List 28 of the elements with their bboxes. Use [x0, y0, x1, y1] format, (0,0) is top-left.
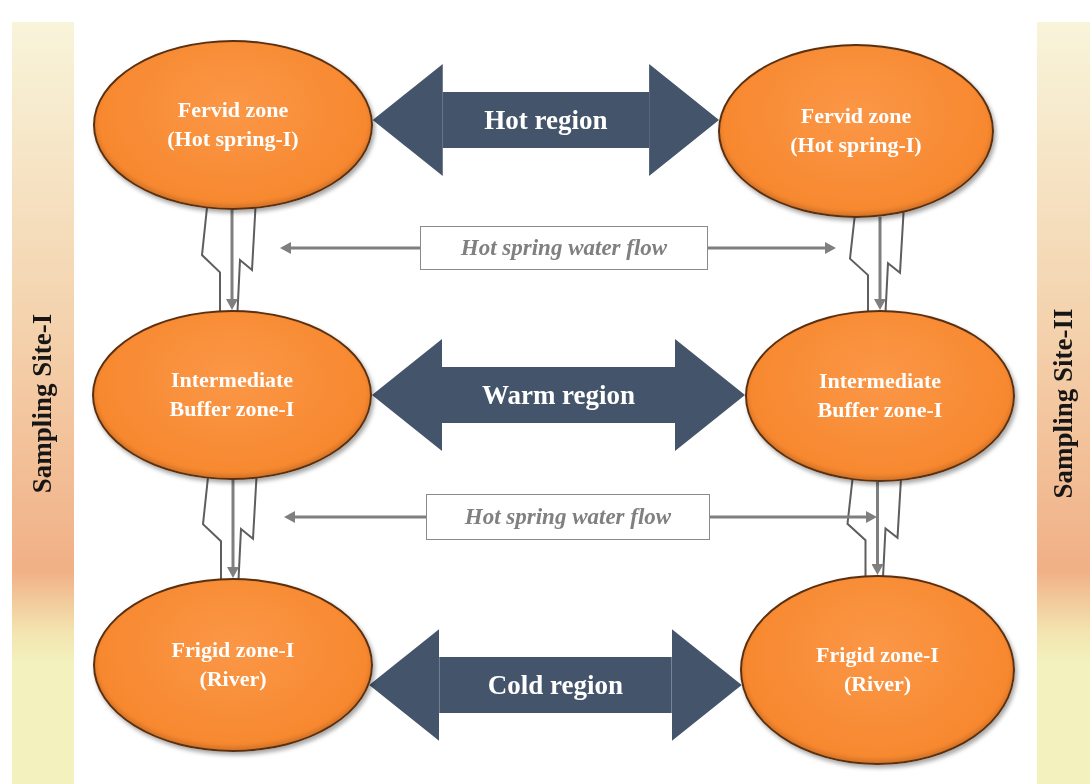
arrow: [226, 210, 238, 310]
double-block-arrow: [372, 64, 720, 176]
flow-label: Hot spring water flow: [464, 504, 672, 530]
site-label: Sampling Site-I: [27, 313, 59, 493]
side-band: [12, 22, 74, 784]
arrow: [284, 511, 426, 523]
edge-label: Hot region: [484, 104, 608, 136]
arrow: [708, 242, 836, 254]
arrow: [871, 482, 884, 575]
arrow: [710, 511, 877, 523]
zone-label: Frigid zone-I (River): [815, 641, 940, 698]
double-block-arrow: [369, 629, 742, 741]
zone-label: Intermediate Buffer zone-I: [168, 366, 296, 423]
edge-label: Cold region: [487, 669, 624, 701]
arrow: [227, 480, 239, 578]
site-label: Sampling Site-II: [1048, 308, 1079, 498]
side-band: [1037, 22, 1090, 784]
zone-label: Fervid zone (Hot spring-I): [166, 96, 300, 153]
arrow: [874, 216, 886, 310]
flow-label: Hot spring water flow: [460, 235, 668, 261]
zone-label: Fervid zone (Hot spring-I): [789, 102, 923, 159]
double-block-arrow: [372, 339, 745, 451]
zone-label: Intermediate Buffer zone-I: [816, 367, 944, 424]
flow-label-box: [426, 494, 710, 540]
flow-label-box: [420, 226, 708, 270]
arrow: [280, 242, 420, 254]
zone-label: Frigid zone-I (River): [170, 636, 296, 693]
edge-label: Warm region: [481, 379, 636, 411]
